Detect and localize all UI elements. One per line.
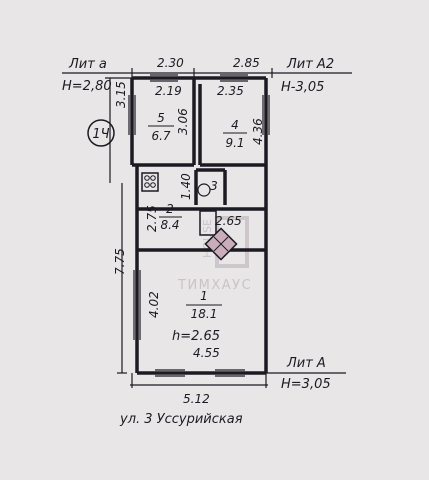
plan-number: 1Ч <box>92 127 109 142</box>
dim-275: 2.75 <box>145 205 159 232</box>
room-1-area: 18.1 <box>191 307 218 321</box>
dimension-lines <box>62 68 352 388</box>
dim-bottom-512: 5.12 <box>183 392 210 406</box>
room-4-number: 4 <box>231 118 239 132</box>
dim-455: 4.55 <box>193 346 220 360</box>
walls <box>130 76 268 375</box>
plan-number-circle <box>87 119 115 147</box>
dim-left-315: 3.15 <box>114 81 128 108</box>
dim-top-a: 2.30 <box>157 56 184 70</box>
lit-a2-label: Лит А2 <box>286 57 334 72</box>
boiler-icon <box>199 210 217 236</box>
watermark: HOUSE ТИМХАУС <box>177 216 252 293</box>
dim-265-mid: 2.65 <box>215 214 242 228</box>
lit-a-small-label: Лит а <box>68 57 107 72</box>
room-5-number: 5 <box>157 111 165 125</box>
room-3-number: 3 <box>210 179 218 193</box>
room-fraction-lines <box>148 125 247 306</box>
room-5-area: 6.7 <box>151 129 170 143</box>
stove-icon <box>141 172 159 192</box>
lit-a-big-label: Лит А <box>286 356 326 371</box>
dim-room5-height: 3.06 <box>176 108 190 135</box>
height-right-top: Н-3,05 <box>281 80 324 95</box>
dim-402: 4.02 <box>147 291 161 318</box>
room-2-number: 2 <box>166 202 174 216</box>
height-left-top: Н=2,80 <box>62 79 112 94</box>
fixtures <box>141 172 238 261</box>
dim-left-775: 7.75 <box>113 248 127 275</box>
dim-140: 1.40 <box>179 173 193 200</box>
room-2-area: 8.4 <box>160 218 179 232</box>
dim-room4-height: 4.36 <box>251 118 265 145</box>
dim-room4-width: 2.35 <box>217 84 244 98</box>
room-1-number: 1 <box>200 289 208 303</box>
height-right-bottom: Н=3,05 <box>281 377 331 392</box>
room-4-area: 9.1 <box>225 136 244 150</box>
wc-icon <box>197 183 211 197</box>
windows <box>128 74 270 377</box>
dim-top-b: 2.85 <box>233 56 260 70</box>
room-1-height: h=2.65 <box>172 329 220 344</box>
street-label: ул. 3 Уссурийская <box>119 412 243 427</box>
watermark-brand: ТИМХАУС <box>177 278 252 293</box>
dim-room5-width: 2.19 <box>155 84 182 98</box>
